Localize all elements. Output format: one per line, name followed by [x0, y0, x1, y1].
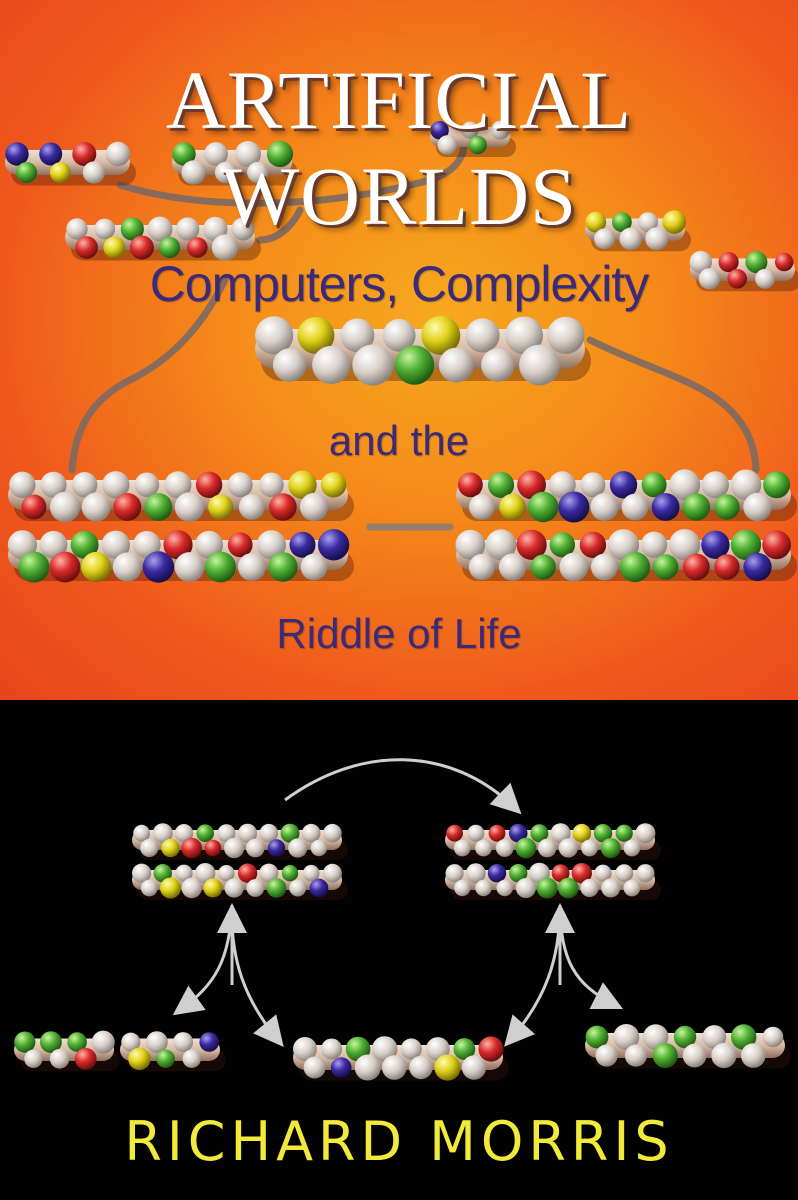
molecule-strand — [132, 823, 348, 900]
molecule-strand — [120, 1031, 226, 1072]
subtitle-line-1: Computers, Complexity — [149, 256, 650, 312]
molecule-strand — [5, 141, 136, 186]
molecule-strands — [5, 120, 798, 1081]
author-name: RICHARD MORRIS — [124, 1110, 674, 1173]
molecule-strand — [430, 120, 516, 157]
molecule-strand — [14, 1030, 120, 1072]
subtitle-line-2: and the — [328, 417, 470, 464]
molecule-strand — [172, 140, 298, 186]
molecule-strand — [293, 1036, 509, 1081]
molecule-strand — [455, 469, 797, 583]
subtitle-line-3: Riddle of Life — [276, 610, 522, 657]
molecule-strand — [255, 315, 591, 386]
molecule-strand — [7, 470, 354, 583]
molecule-strand — [689, 250, 798, 292]
molecule-strand — [65, 216, 261, 261]
cover-bottom-panel — [0, 700, 798, 1200]
cycle-arrows — [172, 758, 624, 1047]
molecule-strand — [585, 1024, 791, 1069]
molecule-strand — [445, 823, 661, 900]
molecule-strand — [585, 210, 691, 252]
connector-ribbons — [68, 126, 760, 531]
book-title: ARTIFICIAL WORLDS — [165, 54, 633, 242]
